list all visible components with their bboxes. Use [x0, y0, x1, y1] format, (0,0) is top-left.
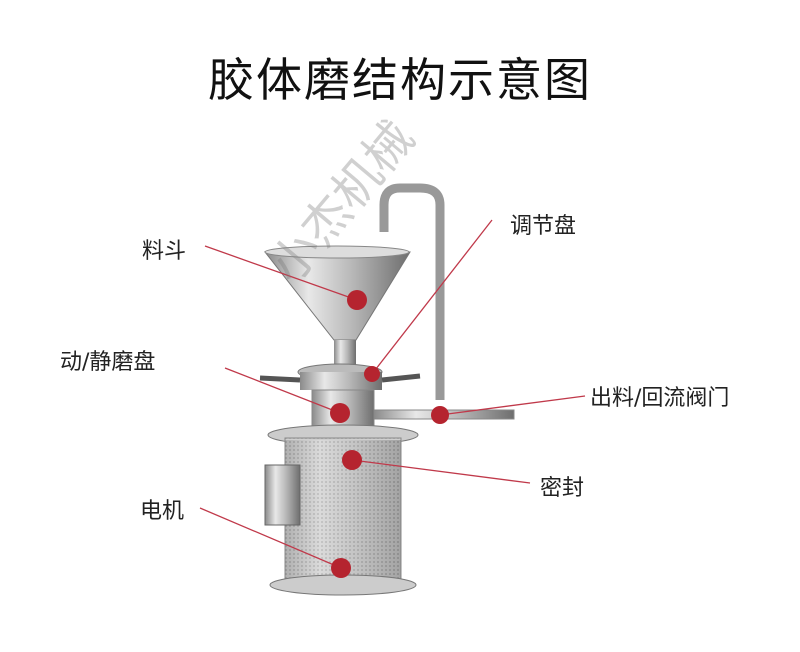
marker-hopper	[347, 290, 367, 310]
label-hopper: 料斗	[142, 239, 187, 264]
leader-motor	[199, 507, 342, 569]
leader-grinding-disc	[224, 367, 341, 414]
marker-motor	[331, 558, 351, 578]
marker-seal	[342, 450, 362, 470]
label-grinding-disc: 动/静磨盘	[60, 350, 156, 375]
leader-adjust-disc	[371, 219, 493, 375]
base	[269, 574, 417, 596]
hopper-rim	[264, 245, 410, 259]
label-seal: 密封	[540, 476, 585, 501]
handle-left	[259, 375, 301, 383]
return-pipe	[379, 183, 445, 400]
leader-valve	[439, 395, 586, 416]
marker-grinding-disc	[330, 403, 350, 423]
leader-seal	[351, 459, 531, 484]
label-adjust-disc: 调节盘	[510, 214, 577, 239]
grinding-chamber	[311, 389, 375, 431]
junction-box	[264, 464, 301, 526]
label-valve: 出料/回流阀门	[590, 386, 730, 411]
hopper-neck	[334, 340, 356, 365]
marker-valve	[431, 406, 449, 424]
mill-head	[300, 372, 382, 390]
handle-right	[381, 373, 421, 383]
label-motor: 电机	[140, 499, 185, 524]
marker-adjust-disc	[364, 366, 380, 382]
diagram-title: 胶体磨结构示意图	[208, 53, 592, 107]
leader-hopper	[204, 245, 358, 301]
